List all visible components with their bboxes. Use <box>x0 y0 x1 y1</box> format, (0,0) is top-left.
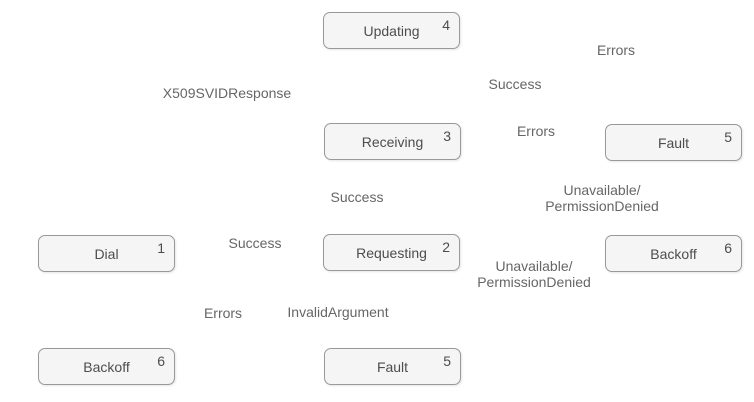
state-fault-bottom: 5 Fault <box>324 348 461 385</box>
edge-label-success-dial: Success <box>228 235 282 251</box>
state-backoff-right: 6 Backoff <box>605 235 742 272</box>
state-number: 6 <box>157 353 165 369</box>
edge-label-unavailable-requesting: Unavailable/ PermissionDenied <box>477 258 591 290</box>
state-updating: 4 Updating <box>323 12 460 49</box>
state-number: 5 <box>724 129 732 145</box>
edge-label-unavailable-right: Unavailable/ PermissionDenied <box>545 182 659 214</box>
edge-label-errors-bottom: Errors <box>203 305 243 321</box>
state-label: Receiving <box>361 133 424 150</box>
edge-label-errors-top: Errors <box>596 42 636 58</box>
state-number: 5 <box>443 353 451 369</box>
state-number: 3 <box>443 128 451 144</box>
state-label: Updating <box>363 22 420 39</box>
edge-label-success-updating: Success <box>488 76 542 92</box>
state-label: Backoff <box>650 245 697 262</box>
state-label: Fault <box>657 134 690 151</box>
state-label: Requesting <box>356 244 427 261</box>
state-label: Backoff <box>83 358 130 375</box>
state-number: 6 <box>724 240 732 256</box>
state-backoff-bottom: 6 Backoff <box>38 348 175 385</box>
edge-label-x509svidresponse: X509SVIDResponse <box>162 85 292 101</box>
state-label: Fault <box>376 358 409 375</box>
edge-label-invalidargument: InvalidArgument <box>287 304 389 320</box>
state-number: 4 <box>442 17 450 33</box>
state-dial: 1 Dial <box>38 235 175 272</box>
state-fault-top: 5 Fault <box>605 124 742 161</box>
edge-label-errors-receiving: Errors <box>516 123 556 139</box>
edge-label-success-receiving: Success <box>330 189 384 205</box>
state-receiving: 3 Receiving <box>324 123 461 160</box>
state-label: Dial <box>94 245 119 262</box>
state-requesting: 2 Requesting <box>323 234 460 271</box>
state-number: 2 <box>442 239 450 255</box>
state-number: 1 <box>157 240 165 256</box>
